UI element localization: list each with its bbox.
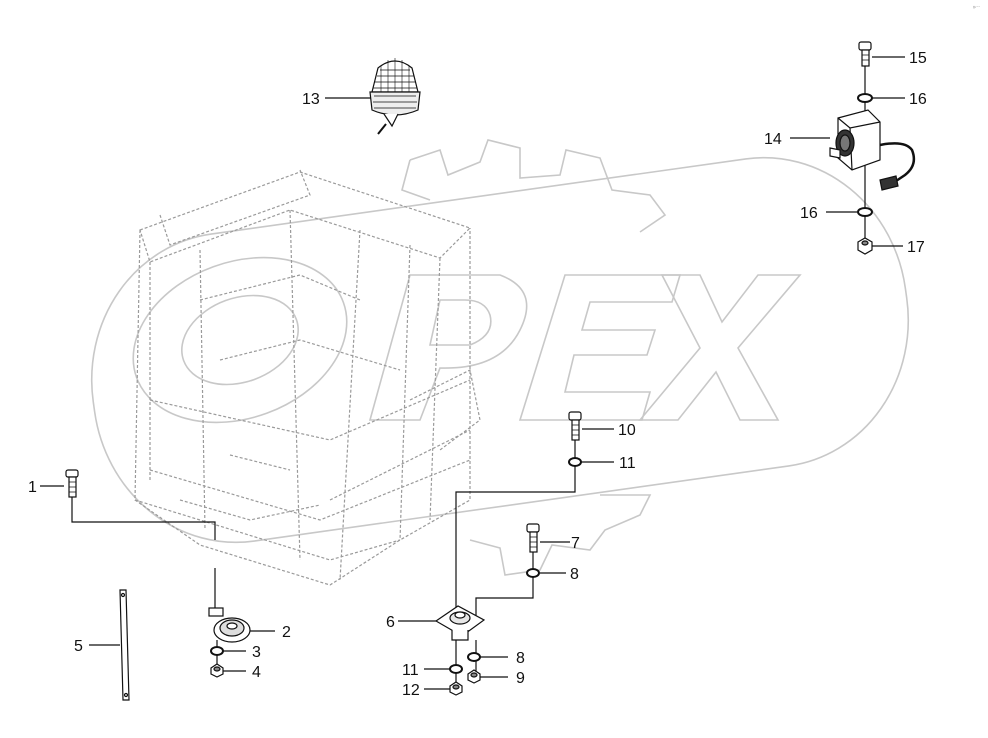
callout-15: 15 [909, 50, 927, 67]
part-15-bolt [858, 41, 872, 67]
callout-4: 4 [252, 664, 261, 681]
part-8-washer-upper [526, 568, 540, 578]
part-14-backup-alarm [829, 109, 916, 191]
callout-5: 5 [74, 638, 83, 655]
cab-frame [134, 169, 481, 586]
callout-1: 1 [28, 479, 37, 496]
part-7-bolt [526, 523, 540, 553]
watermark-logo [90, 139, 910, 576]
part-2-horn [208, 607, 251, 643]
callout-2: 2 [282, 624, 291, 641]
part-11-washer-upper [568, 457, 582, 467]
callout-17: 17 [907, 239, 925, 256]
part-12-nut [449, 681, 463, 696]
callout-12: 12 [402, 682, 420, 699]
watermark-p [368, 274, 528, 421]
callout-7: 7 [571, 535, 580, 552]
callout-6: 6 [386, 614, 395, 631]
part-13-beacon [369, 58, 421, 135]
part-5-strip [119, 589, 130, 701]
part-6-mount-plate [434, 605, 486, 641]
watermark-o-ring [132, 256, 348, 424]
leader-10-to-6 [455, 440, 576, 608]
watermark-badge [90, 156, 910, 544]
callout-10: 10 [618, 422, 636, 439]
part-10-bolt [568, 411, 582, 441]
callout-8-lower: 8 [516, 650, 525, 667]
callout-11-lower: 11 [402, 662, 419, 679]
callout-16-lower: 16 [800, 205, 818, 222]
callout-8-upper: 8 [570, 566, 579, 583]
callout-11-upper: 11 [619, 455, 636, 472]
part-4-nut [210, 663, 224, 678]
part-3-washer [210, 646, 224, 656]
callout-14: 14 [764, 131, 782, 148]
watermark-e [518, 274, 682, 421]
leader-7-to-6 [475, 552, 534, 618]
watermark-x [638, 274, 802, 421]
part-8-washer-lower [467, 652, 481, 662]
watermark-gear [401, 139, 667, 233]
watermark-o-inner [181, 294, 299, 386]
part-11-washer-lower [449, 664, 463, 674]
part-16-washer-lower [857, 207, 873, 217]
part-17-nut [857, 237, 873, 255]
leader-lines [40, 56, 905, 690]
part-9-nut [467, 669, 481, 684]
callout-labels: 1 2 3 4 5 6 7 8 8 9 10 11 11 12 13 14 15… [28, 50, 927, 699]
part-1-bolt [65, 469, 79, 498]
callout-3: 3 [252, 644, 261, 661]
callout-9: 9 [516, 670, 525, 687]
watermark-gear-lower [469, 494, 652, 576]
corner-mark: »·· [972, 4, 981, 11]
callout-16-upper: 16 [909, 91, 927, 108]
leader-1-to-2 [71, 497, 216, 540]
part-16-washer-upper [857, 93, 873, 103]
callout-13: 13 [302, 91, 320, 108]
